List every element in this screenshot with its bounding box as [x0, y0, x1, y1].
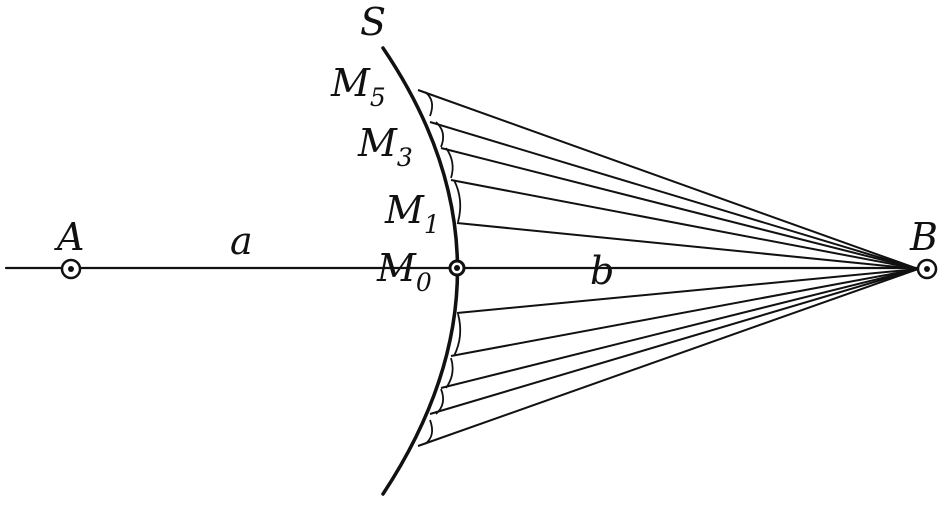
- point-b: [916, 258, 938, 280]
- point-a: [60, 258, 82, 280]
- ray-line: [450, 179, 919, 270]
- point-m0: [448, 259, 466, 277]
- label-m0: M0: [376, 246, 432, 297]
- zone-arc: [424, 91, 434, 117]
- ray-group: [417, 89, 919, 447]
- label-distance-a: a: [230, 219, 253, 263]
- label-b: B: [909, 215, 938, 259]
- zone-arc: [453, 313, 462, 357]
- ray-line: [417, 89, 919, 270]
- label-m5: M5: [330, 61, 386, 112]
- label-distance-b: b: [590, 249, 614, 293]
- label-m1: M1: [384, 188, 440, 239]
- label-m3: M3: [357, 121, 413, 172]
- zone-arc: [435, 121, 445, 148]
- label-s: S: [360, 0, 386, 44]
- zone-arc: [424, 419, 434, 445]
- ray-line: [456, 268, 919, 314]
- zone-arc: [445, 147, 454, 179]
- label-a: A: [54, 215, 84, 259]
- ray-line: [429, 121, 919, 270]
- zone-arc: [453, 179, 462, 223]
- ray-line: [417, 268, 919, 447]
- ray-line: [429, 268, 919, 415]
- ray-line: [440, 147, 919, 270]
- ray-line: [440, 268, 919, 389]
- zone-arc: [445, 357, 454, 389]
- zone-arcs: [424, 91, 462, 445]
- ray-line: [456, 222, 919, 270]
- ray-line: [450, 268, 919, 357]
- zone-arc: [435, 388, 445, 415]
